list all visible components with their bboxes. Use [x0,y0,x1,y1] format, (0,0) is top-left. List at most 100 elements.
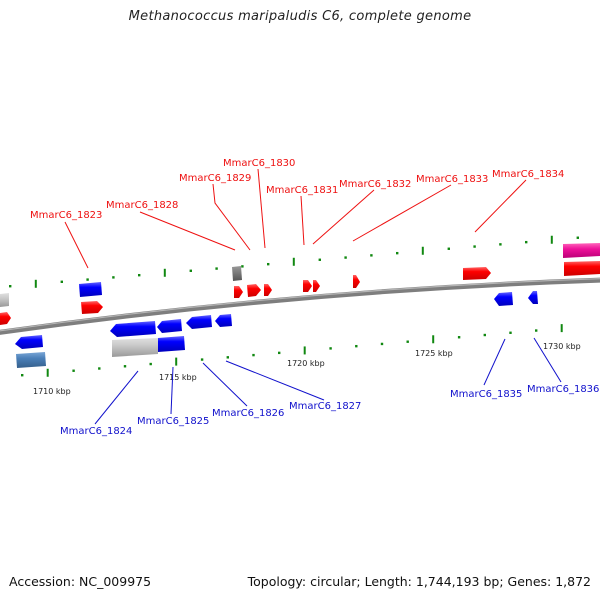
minor-tick [355,344,358,348]
label-MmarC6_1834[interactable]: MmarC6_1834 [492,169,564,180]
gene-gray-left[interactable] [0,293,9,307]
minor-tick [329,347,332,350]
minor-tick [60,280,63,283]
minor-tick [318,258,321,261]
leader-MmarC6_1826 [202,362,248,407]
label-MmarC6_1828[interactable]: MmarC6_1828 [106,200,178,211]
gene-MmarC6_1823[interactable] [79,282,102,297]
minor-tick [457,336,461,339]
major-tick [560,324,563,333]
minor-tick [483,333,486,337]
gene-MmarC6_1831[interactable] [303,280,312,292]
gene-MmarC6_1825[interactable] [157,319,182,333]
gene-MmarC6_1832[interactable] [313,280,320,292]
leader-MmarC6_1827 [225,360,325,401]
major-tick [292,257,295,266]
leader-MmarC6_1825 [170,366,174,415]
gene-MmarC6_1828[interactable] [234,286,243,298]
scale-labels: 1710 kbp 1715 kbp 1720 kbp 1725 kbp 1730… [33,342,581,396]
label-MmarC6_1830[interactable]: MmarC6_1830 [223,158,295,169]
gene-MmarC6_1836[interactable] [528,291,538,304]
genome-summary-text: Topology: circular; Length: 1,744,193 bp… [247,574,591,589]
major-tick [432,335,435,344]
gene-MmarC6_1824[interactable] [110,321,156,337]
scale-label-1715: 1715 kbp [159,373,197,382]
leader-MmarC6_1831 [300,195,305,246]
scale-label-1710: 1710 kbp [33,387,71,396]
minor-tick [200,358,204,361]
gene-MmarC6_1829[interactable] [247,284,261,297]
gene-MmarC6_1827[interactable] [215,314,232,327]
minor-tick [380,342,384,346]
minor-tick [473,245,476,248]
gene-magenta[interactable] [563,243,600,258]
gene-steelblue[interactable] [16,352,46,368]
label-MmarC6_1829[interactable]: MmarC6_1829 [179,173,251,184]
label-MmarC6_1827[interactable]: MmarC6_1827 [289,401,361,412]
minor-tick [344,256,347,259]
minor-tick [370,254,373,257]
minor-tick [525,240,528,244]
accession-text: Accession: NC_009975 [9,574,152,589]
major-tick [421,246,424,255]
genome-title: Methanococcus maripaludis C6, complete g… [128,9,472,24]
leader-MmarC6_1824 [94,370,139,425]
gene-red-left[interactable] [0,312,11,325]
gene-MmarC6_1834[interactable] [463,267,491,280]
forward-genes [0,243,600,325]
major-tick [550,235,553,244]
label-MmarC6_1835[interactable]: MmarC6_1835 [450,389,522,400]
minor-tick [189,269,192,272]
major-tick [46,368,49,377]
minor-tick [252,353,255,357]
minor-tick [406,340,409,343]
leader-MmarC6_1835 [483,338,506,386]
minor-tick [535,329,538,332]
label-MmarC6_1831[interactable]: MmarC6_1831 [266,185,338,196]
label-MmarC6_1826[interactable]: MmarC6_1826 [212,408,284,419]
gene-red-1[interactable] [81,301,103,314]
major-tick [163,268,166,277]
gene-blue-pseudo[interactable] [158,336,185,352]
leader-MmarC6_1828 [139,211,236,251]
leader-MmarC6_1832 [312,189,375,245]
gene-blue-left[interactable] [15,335,43,349]
leader-MmarC6_1833 [352,184,452,242]
label-MmarC6_1832[interactable]: MmarC6_1832 [339,179,411,190]
minor-tick [267,262,270,266]
leader-MmarC6_1834 [474,179,527,233]
reverse-genes [15,291,538,368]
major-tick [175,357,178,366]
label-MmarC6_1836[interactable]: MmarC6_1836 [527,384,599,395]
label-MmarC6_1833[interactable]: MmarC6_1833 [416,174,488,185]
upper-tick-row [9,235,579,288]
minor-tick [509,331,512,334]
reverse-gene-labels: MmarC6_1824 MmarC6_1825 MmarC6_1826 Mmar… [60,337,599,437]
genome-backbone [0,277,600,335]
leader-MmarC6_1830 [257,168,266,249]
gene-MmarC6_1830[interactable] [264,284,272,296]
minor-tick [278,351,281,355]
gene-MmarC6_1833[interactable] [353,275,360,288]
minor-tick [112,276,115,279]
minor-tick [499,243,502,246]
label-MmarC6_1823[interactable]: MmarC6_1823 [30,210,102,221]
gene-red-right[interactable] [564,261,600,276]
leader-MmarC6_1829 [212,183,251,251]
label-MmarC6_1825[interactable]: MmarC6_1825 [137,416,209,427]
minor-tick [215,267,218,270]
label-MmarC6_1824[interactable]: MmarC6_1824 [60,426,132,437]
leader-MmarC6_1823 [64,221,89,269]
minor-tick [396,251,399,255]
major-tick [34,279,37,288]
gene-MmarC6_1826[interactable] [186,315,212,329]
gene-gray-dark[interactable] [232,266,242,281]
major-tick [303,346,306,355]
minor-tick [576,236,579,239]
minor-tick [123,365,127,368]
gene-MmarC6_1835[interactable] [494,292,513,306]
gene-gray-pseudo[interactable] [112,338,158,357]
scale-label-1725: 1725 kbp [415,349,453,358]
minor-tick [9,285,12,288]
